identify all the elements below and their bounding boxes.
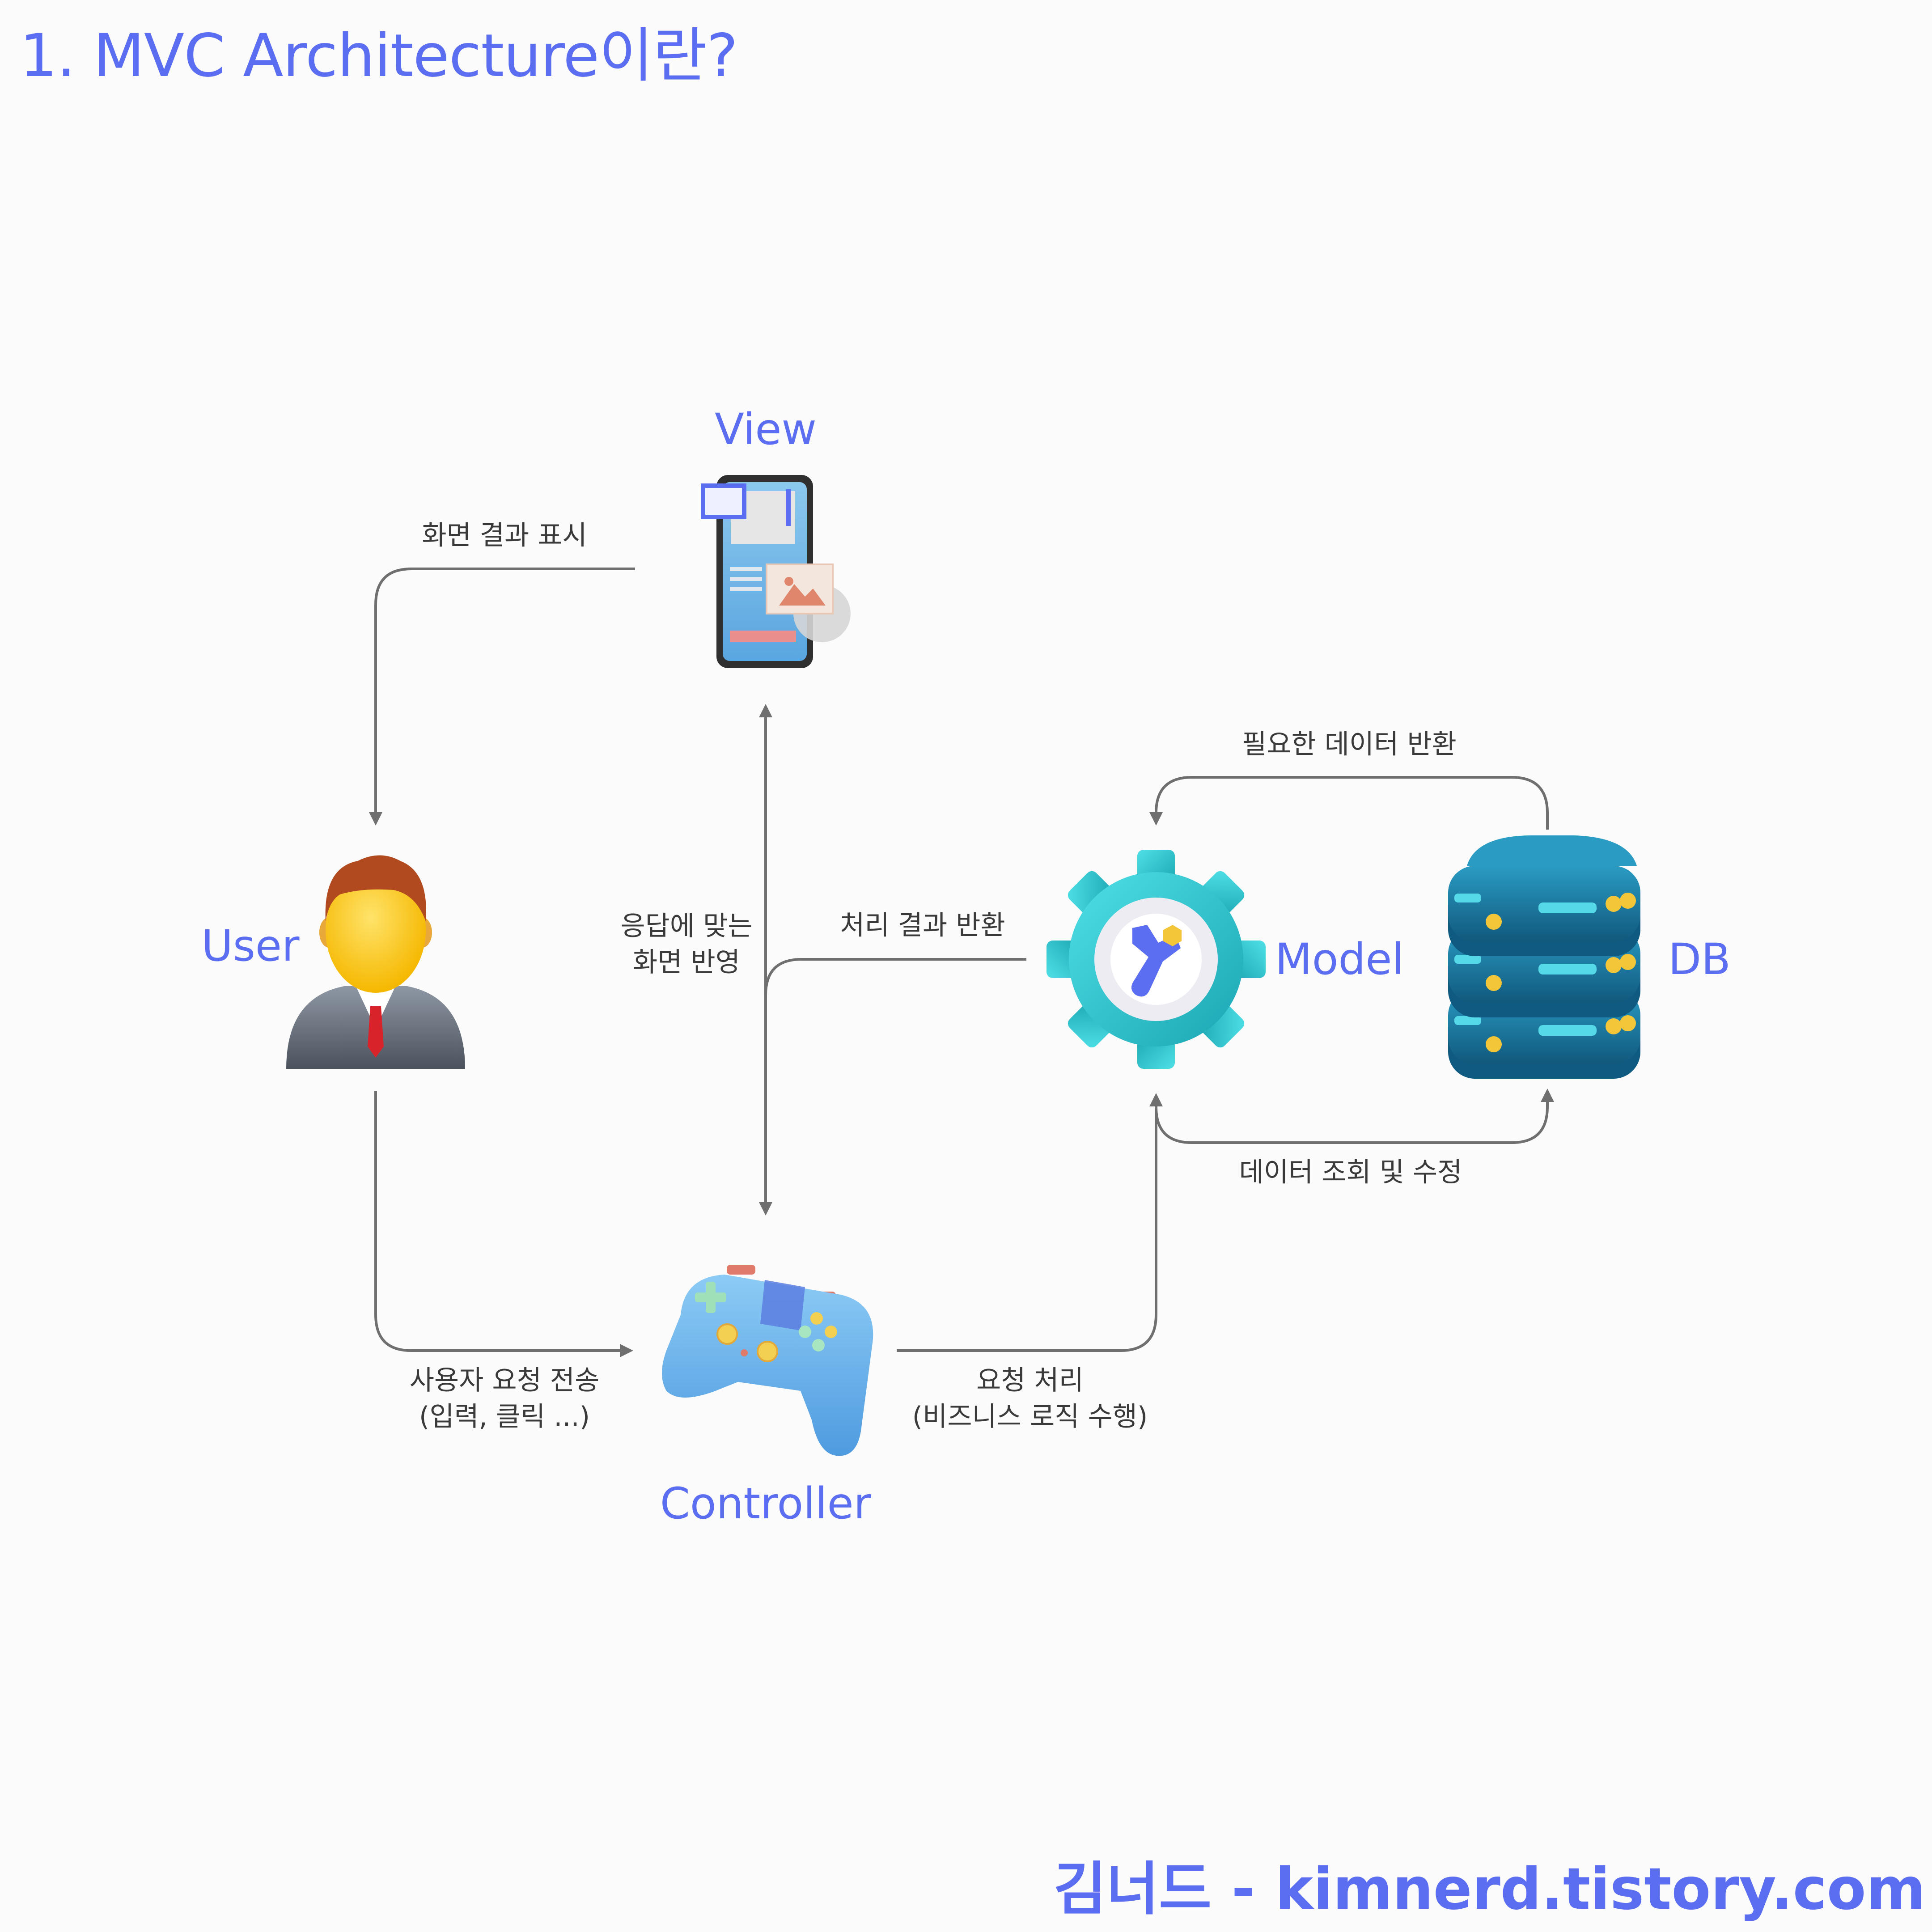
server-stack-icon — [1448, 835, 1640, 1079]
user-label: User — [201, 921, 300, 971]
model-label: Model — [1275, 934, 1404, 984]
edge-label-user-to-controller: 사용자 요청 전송 (입력, 클릭 ...) — [409, 1365, 600, 1432]
edge-label-model-to-db: 데이터 조회 및 수정 — [1239, 1157, 1462, 1188]
gear-icon — [1046, 850, 1266, 1069]
arrow-db-to-model — [1149, 776, 1549, 830]
arrow-model-to-controller — [764, 958, 1026, 996]
edge-label-db-to-model: 필요한 데이터 반환 — [1242, 729, 1457, 760]
edge-label-view-to-user: 화면 결과 표시 — [422, 520, 587, 551]
arrow-model-to-db — [1155, 1089, 1554, 1144]
view-label: View — [715, 404, 817, 454]
arrow-controller-to-model — [897, 1093, 1163, 1352]
phone-icon — [701, 475, 851, 668]
edge-label-controller-to-model: 요청 처리 (비즈니스 로직 수행) — [912, 1365, 1148, 1432]
arrow-user-to-controller — [374, 1091, 633, 1357]
edge-label-model-to-controller: 처리 결과 반환 — [840, 910, 1005, 941]
footer-credit: 김너드 - kimnerd.tistory.com — [1053, 1856, 1926, 1923]
gamepad-icon — [662, 1265, 873, 1456]
db-label: DB — [1668, 934, 1731, 984]
controller-label: Controller — [660, 1479, 872, 1529]
page-title: 1. MVC Architecture이란? — [20, 21, 738, 90]
edge-label-controller-view: 응답에 맞는 화면 반영 — [620, 911, 753, 978]
arrow-view-to-user — [369, 568, 635, 826]
user-person-icon — [286, 855, 465, 1069]
